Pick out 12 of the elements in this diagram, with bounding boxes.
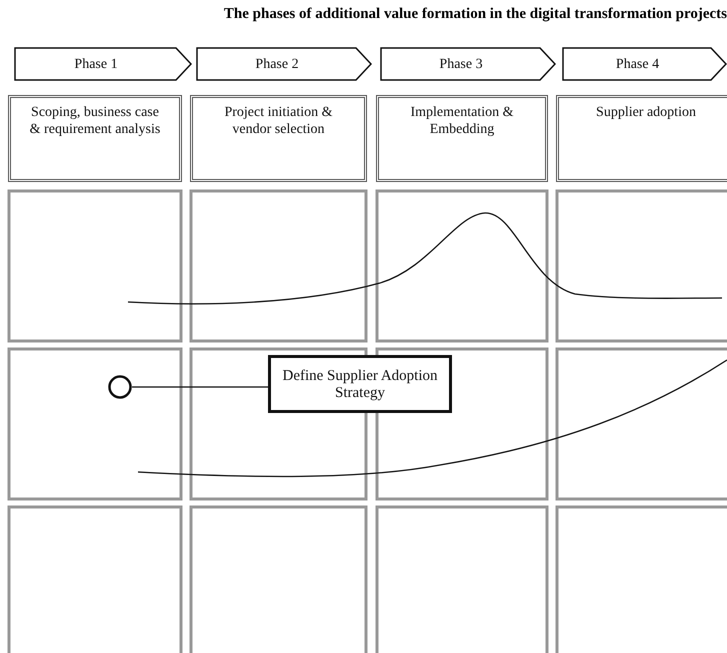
phase-tab: Phase 4 (562, 47, 727, 81)
process-box: Define Supplier Adoption Strategy (268, 355, 452, 413)
phase-box: Project initiation & vendor selection (190, 95, 367, 182)
phase-tab: Phase 3 (380, 47, 556, 81)
diagram-title: The phases of additional value formation in the digital transformation projects (222, 6, 727, 23)
phase-box: Scoping, business case & requirement analysis (8, 95, 182, 182)
circle-marker (108, 375, 132, 399)
phase-box: Implementation & Embedding (376, 95, 548, 182)
phase-box: Supplier adoption (556, 95, 727, 182)
phase-tab: Phase 2 (196, 47, 372, 81)
phase-tab: Phase 1 (14, 47, 192, 81)
connector-line (132, 386, 268, 388)
